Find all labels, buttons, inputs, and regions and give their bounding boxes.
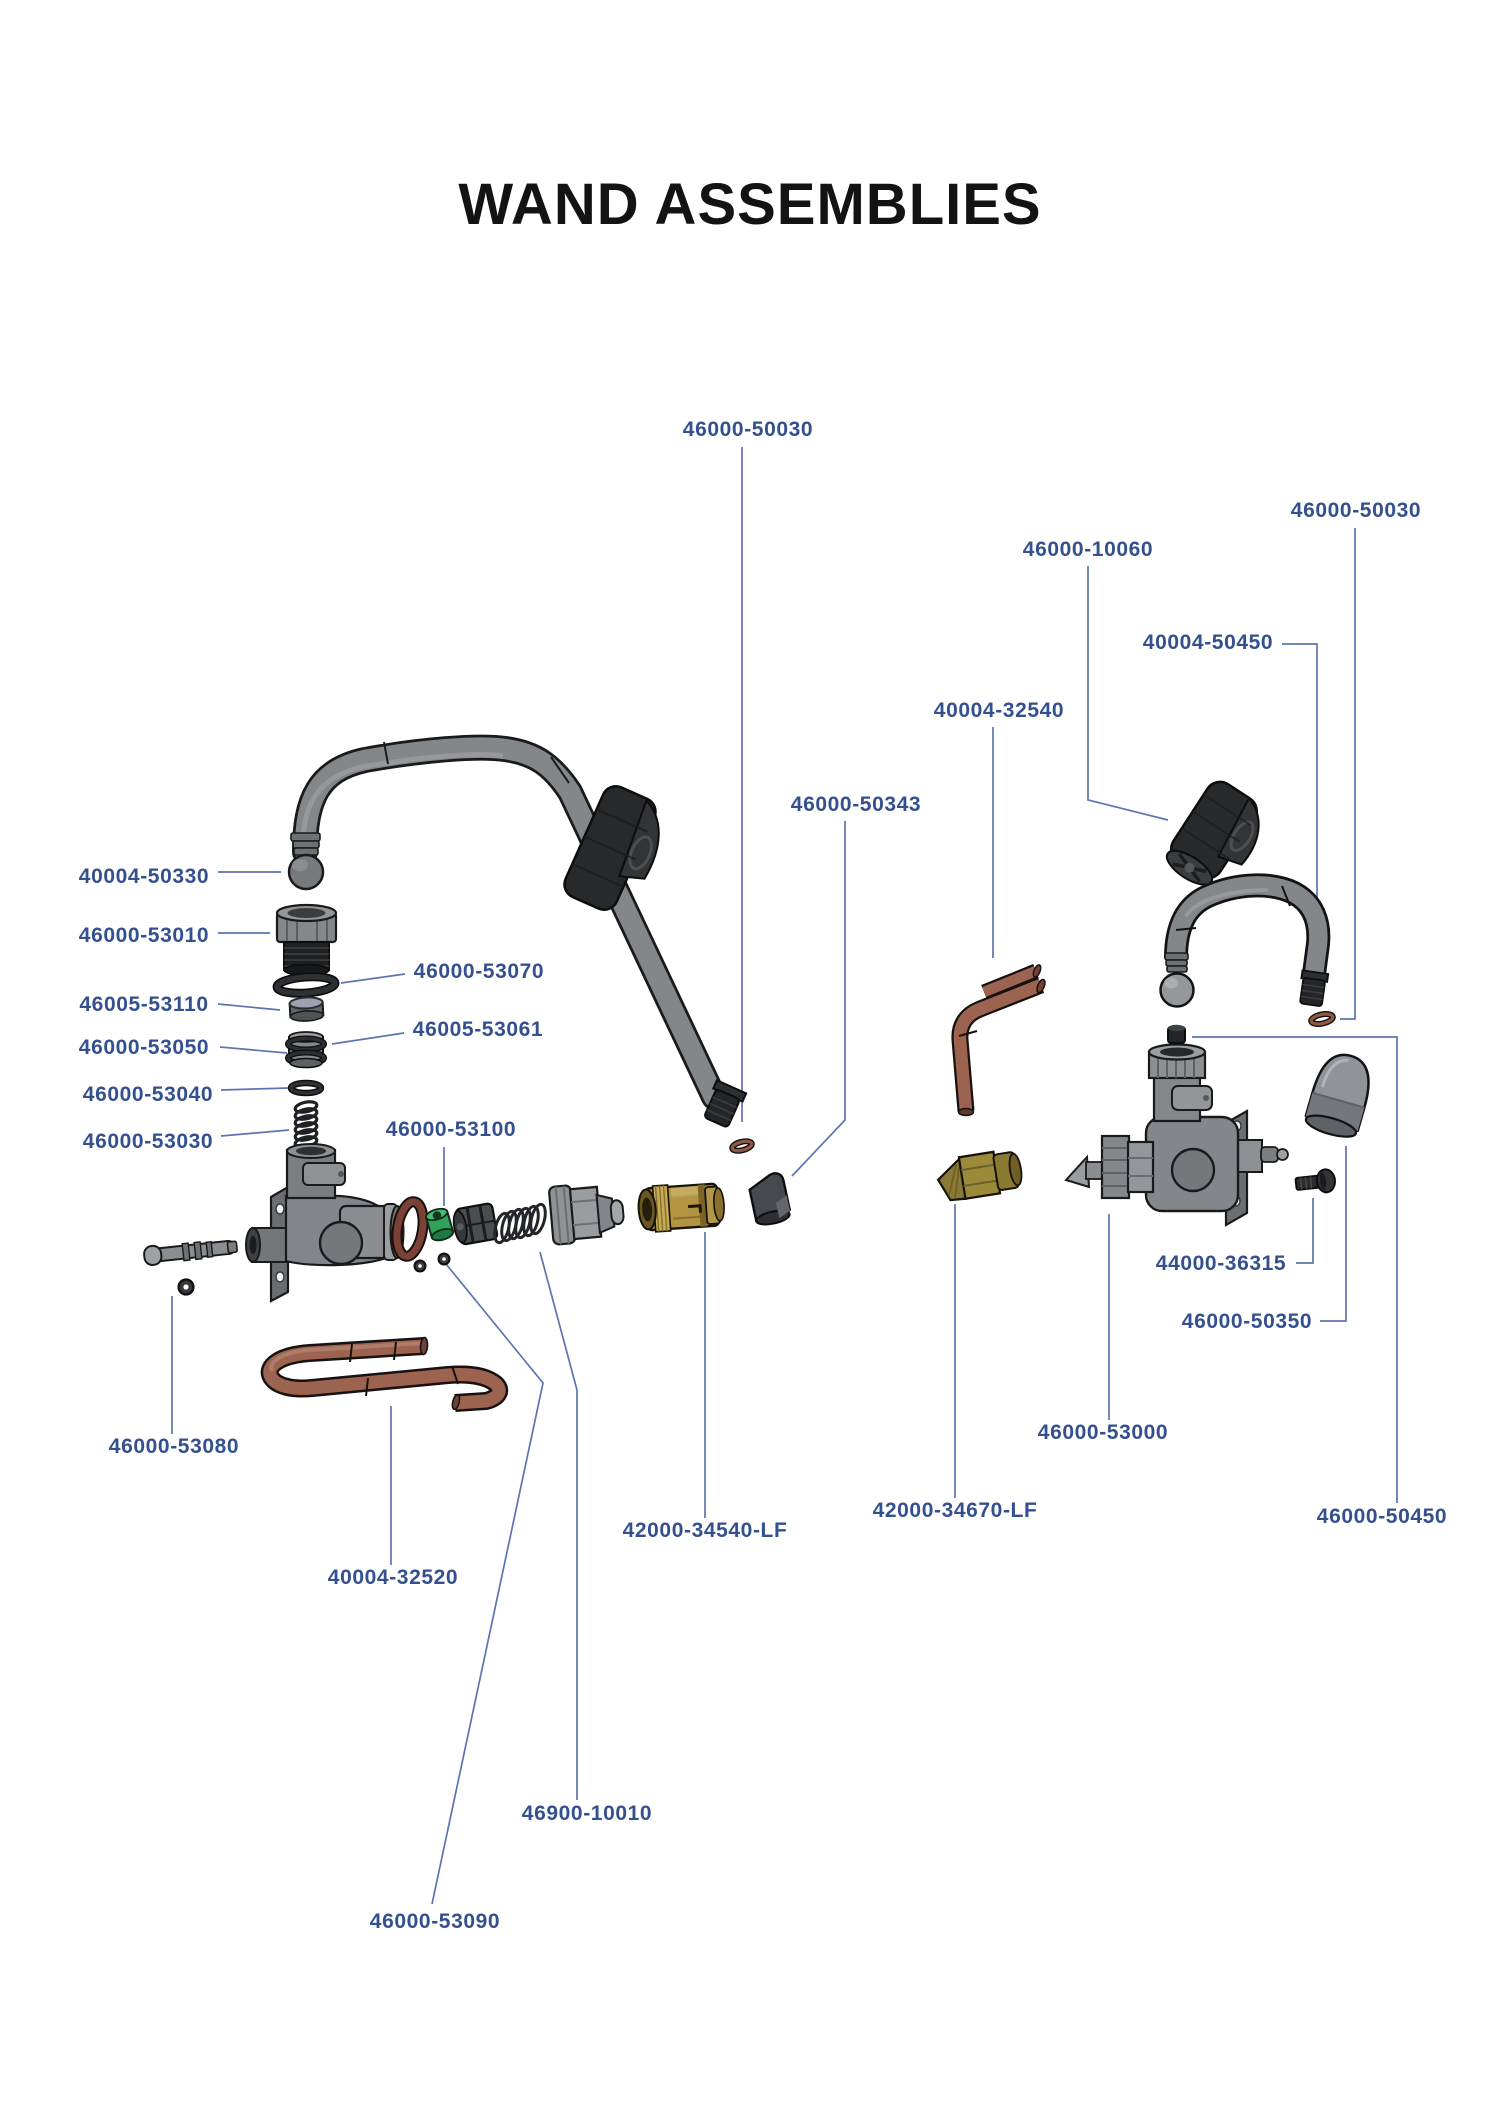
o-ring-small-a-part (413, 1259, 427, 1273)
spring-53030-part (293, 1100, 319, 1149)
o-ring-50030-left-part (729, 1138, 755, 1154)
part-label-44000-36315: 44000-36315 (1155, 1252, 1287, 1275)
o-ring-53070-part (272, 972, 340, 998)
nozzle-50343-part (748, 1172, 792, 1226)
plug-50450-part (1167, 1024, 1186, 1044)
leader-40004-50450 (1282, 643, 1318, 932)
stem-pin-part (143, 1239, 238, 1266)
retainer-nut-part (548, 1184, 625, 1246)
seal-stack-53050-part (285, 1031, 327, 1069)
part-label-40004-32520: 40004-32520 (327, 1566, 459, 1589)
part-label-46000-53040: 46000-53040 (82, 1083, 214, 1106)
part-label-46000-50030-right: 46000-50030 (1290, 499, 1422, 522)
dome-cap-50350-part (1304, 1053, 1370, 1138)
o-ring-maroon-part (391, 1196, 429, 1262)
part-label-46005-53061: 46005-53061 (412, 1018, 544, 1041)
part-label-46000-50030-top: 46000-50030 (682, 418, 814, 441)
coupler-34540-part (637, 1182, 725, 1233)
screw-36315-part (1294, 1168, 1336, 1194)
part-label-46000-53050: 46000-53050 (78, 1036, 210, 1059)
leader-46000-50030-right (1340, 528, 1356, 1020)
leader-46000-50450 (1192, 1036, 1398, 1503)
part-label-46000-50343: 46000-50343 (790, 793, 922, 816)
washer-53110-part (288, 996, 325, 1022)
page-title: WAND ASSEMBLIES (458, 171, 1042, 237)
leader-46000-53070 (340, 973, 406, 984)
part-label-46000-53090: 46000-53090 (369, 1910, 501, 1933)
part-label-46000-50350: 46000-50350 (1181, 1310, 1313, 1333)
right-wand-assembly (936, 780, 1370, 1227)
o-ring-50030-right-part (1308, 1011, 1336, 1027)
poppet-part (452, 1202, 499, 1246)
leader-46900-10010 (539, 1251, 578, 1800)
leader-46005-53061 (331, 1032, 405, 1045)
leader-46005-53110 (217, 1003, 281, 1011)
leader-44000-36315 (1296, 1198, 1314, 1264)
seat-seal-53100-part (424, 1207, 455, 1242)
bonnet-cap-part (275, 903, 338, 977)
ball-end-left-part (287, 832, 325, 891)
wand-grip-left-part (563, 785, 660, 911)
copper-elbow-32540-part (951, 964, 1046, 1117)
copper-s-tube-part (260, 1336, 509, 1412)
part-label-40004-32540: 40004-32540 (933, 699, 1065, 722)
valve-body-right-part (1064, 1043, 1289, 1227)
wand-tube-left-part (292, 734, 727, 1110)
valve-body-left-part (245, 1143, 405, 1303)
adapter-34670-part (936, 1150, 1023, 1202)
leader-46000-53050 (219, 1046, 288, 1054)
part-label-46000-53030: 46000-53030 (82, 1130, 214, 1153)
leader-46000-53030 (220, 1129, 290, 1137)
wand-tip-thread-left-part (704, 1078, 748, 1128)
part-label-46000-53070: 46000-53070 (413, 960, 545, 983)
grip-10060-part (1165, 780, 1260, 886)
leader-46000-53090 (431, 1263, 544, 1905)
part-label-46900-10010: 46900-10010 (521, 1802, 653, 1825)
part-label-40004-50330: 40004-50330 (78, 865, 210, 888)
leader-46000-50343 (791, 821, 846, 1177)
part-label-46000-53100: 46000-53100 (385, 1118, 517, 1141)
part-label-46000-53000: 46000-53000 (1037, 1421, 1169, 1444)
o-ring-53040-part (287, 1079, 325, 1097)
part-label-42000-34670-LF: 42000-34670-LF (872, 1499, 1038, 1522)
part-label-46000-53010: 46000-53010 (78, 924, 210, 947)
o-ring-53080-part (177, 1278, 195, 1296)
leader-lines (171, 447, 1398, 1905)
part-label-46005-53110: 46005-53110 (79, 993, 209, 1016)
internal-spring-part (493, 1202, 547, 1245)
o-ring-small-b-part (437, 1252, 451, 1266)
part-label-40004-50450: 40004-50450 (1142, 631, 1274, 654)
part-label-46000-53080: 46000-53080 (108, 1435, 240, 1458)
left-wand-assembly (143, 734, 792, 1412)
part-label-46000-10060: 46000-10060 (1022, 538, 1154, 561)
part-label-42000-34540-LF: 42000-34540-LF (622, 1519, 788, 1542)
leader-46000-50350 (1320, 1146, 1347, 1322)
leader-46000-53040 (220, 1087, 290, 1091)
u-tube-right-part (1159, 873, 1331, 1008)
part-label-46000-50450: 46000-50450 (1316, 1505, 1448, 1528)
leader-46000-10060 (1087, 566, 1169, 821)
